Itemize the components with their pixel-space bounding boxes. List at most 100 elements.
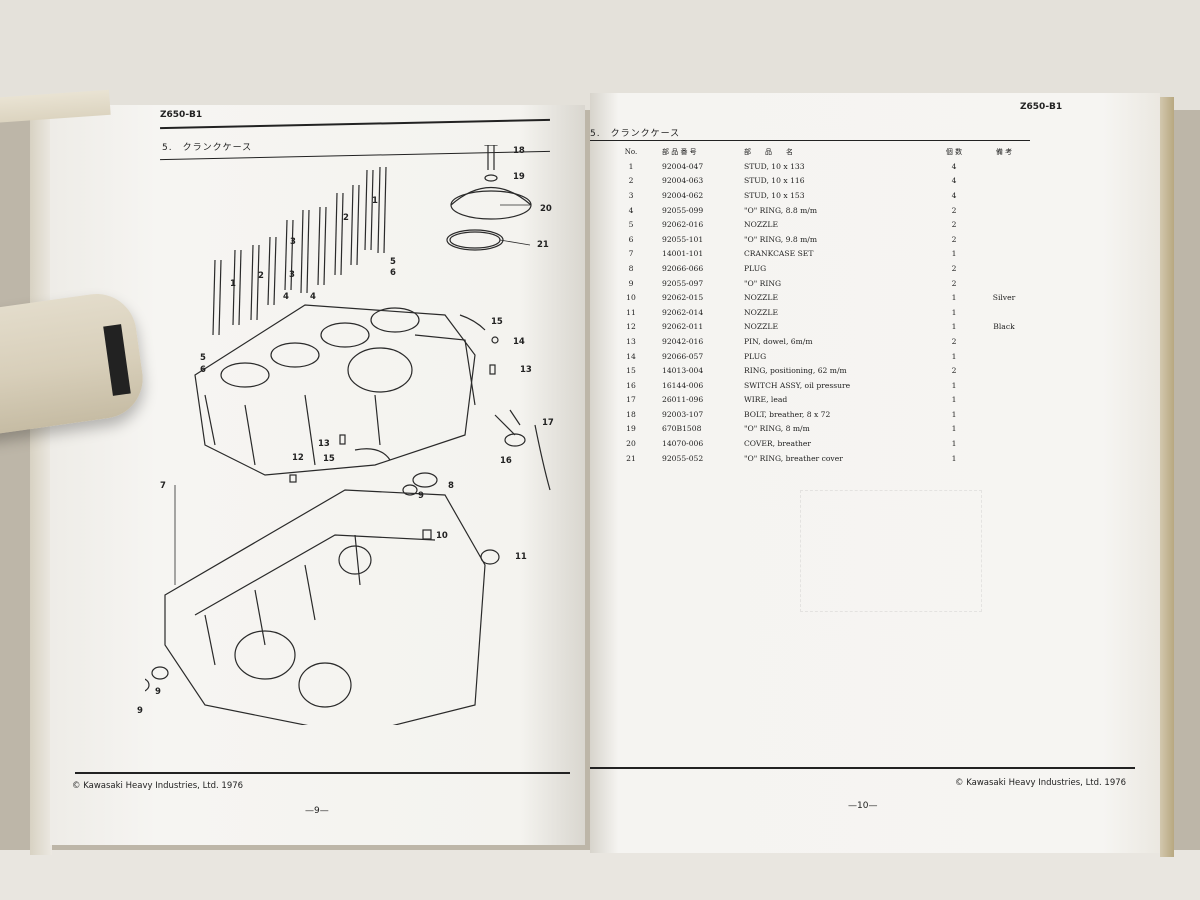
callout-15b: 15	[323, 454, 335, 464]
callout-1b: 1	[230, 279, 236, 289]
row-qty: 4	[951, 161, 957, 171]
row-part-name: STUD, 10 x 133	[744, 161, 805, 171]
row-part-name: "O" RING	[744, 278, 782, 288]
row-number: 9	[628, 278, 634, 288]
breather-assembly	[446, 145, 532, 251]
callout-1a: 1	[372, 196, 378, 206]
row-part-name: NOZZLE	[744, 220, 779, 230]
callout-14: 14	[513, 337, 525, 347]
callout-9b: 9	[155, 687, 161, 697]
show-through-ghost-diagram	[800, 490, 982, 612]
callout-18: 18	[513, 146, 525, 156]
row-qty: 2	[951, 205, 957, 215]
background-bottom	[0, 850, 1200, 900]
row-qty: 4	[951, 190, 957, 200]
row-qty: 1	[951, 307, 957, 317]
right-section-title: 5. クランクケース	[590, 129, 681, 139]
right-page-number: —10—	[848, 801, 878, 811]
row-number: 10	[626, 293, 636, 303]
callout-11: 11	[515, 552, 527, 562]
row-part-number: 92003-107	[662, 409, 704, 419]
right-footer-rule	[590, 767, 1135, 769]
row-remark	[974, 436, 1034, 451]
row-qty: 2	[951, 234, 957, 244]
row-number: 18	[626, 409, 636, 419]
row-remark	[974, 349, 1034, 364]
row-number: 19	[626, 424, 636, 434]
row-qty: 1	[951, 293, 957, 303]
row-remark	[974, 378, 1034, 393]
right-title-rule	[590, 140, 1030, 141]
left-page-number: —9—	[305, 806, 329, 816]
callout-2b: 2	[258, 271, 264, 281]
callout-4b: 4	[310, 292, 316, 302]
row-part-number: 92062-016	[662, 220, 704, 230]
left-page	[50, 105, 585, 845]
row-remark	[974, 247, 1034, 262]
row-part-number: 92004-063	[662, 176, 704, 186]
callout-12: 12	[292, 453, 304, 463]
callout-13a: 13	[520, 365, 532, 375]
row-qty: 1	[951, 351, 957, 361]
row-remark	[974, 422, 1034, 437]
callout-16: 16	[500, 456, 512, 466]
row-number: 8	[628, 263, 634, 273]
row-qty: 1	[951, 395, 957, 405]
left-page-edge	[30, 115, 52, 855]
callout-9a: 9	[418, 491, 424, 501]
row-part-name: NOZZLE	[744, 293, 779, 303]
row-remark	[974, 217, 1034, 232]
row-part-name: BOLT, breather, 8 x 72	[744, 409, 831, 419]
row-part-number: 14070-006	[662, 439, 704, 449]
callout-13b: 13	[318, 439, 330, 449]
row-part-name: CRANKCASE SET	[744, 249, 814, 259]
row-number: 4	[628, 205, 634, 215]
row-remark	[974, 232, 1034, 247]
row-number: 6	[628, 234, 634, 244]
left-model-label: Z650-B1	[160, 110, 203, 120]
row-part-name: "O" RING, 9.8 m/m	[744, 234, 818, 244]
callout-9c: 9	[137, 706, 143, 716]
row-part-name: "O" RING, 8.8 m/m	[744, 205, 818, 215]
header-qty: 個 数	[945, 148, 963, 156]
callout-17: 17	[542, 418, 554, 428]
row-number: 13	[626, 336, 636, 346]
left-section-title: 5. クランクケース	[162, 143, 253, 153]
callout-6b: 6	[200, 365, 206, 375]
callout-21: 21	[537, 240, 549, 250]
callout-15a: 15	[491, 317, 503, 327]
row-part-number: 92055-101	[662, 234, 704, 244]
right-copyright: © Kawasaki Heavy Industries, Ltd. 1976	[955, 778, 1127, 788]
upper-crankcase	[194, 304, 476, 476]
row-number: 20	[626, 439, 636, 449]
row-part-name: NOZZLE	[744, 322, 779, 332]
row-remark: Silver	[992, 293, 1016, 303]
row-part-name: RING, positioning, 62 m/m	[744, 366, 847, 376]
row-qty: 1	[951, 424, 957, 434]
callout-7: 7	[160, 481, 166, 491]
row-number: 15	[626, 366, 636, 376]
row-number: 7	[628, 249, 634, 259]
row-part-number: 14001-101	[662, 249, 704, 259]
crankcase-exploded-diagram	[145, 145, 551, 725]
row-remark	[974, 363, 1034, 378]
row-qty: 1	[951, 453, 957, 463]
row-part-number: 92055-052	[662, 453, 704, 463]
leader-lines	[174, 204, 531, 585]
row-qty: 2	[951, 278, 957, 288]
row-part-number: 670B1508	[662, 424, 702, 434]
